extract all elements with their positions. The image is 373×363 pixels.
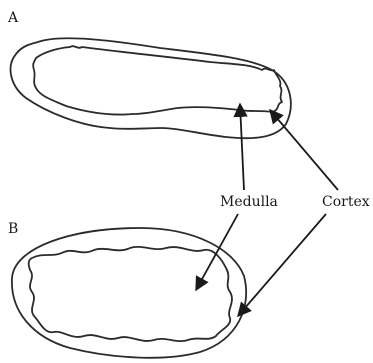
panel-b-cross-section	[12, 228, 246, 358]
cortex-arrow-to-b	[238, 214, 326, 316]
panel-a-cortex-outline	[11, 38, 291, 138]
cortex-arrow-to-a	[270, 110, 338, 190]
medulla-label: Medulla	[220, 194, 278, 210]
medulla-arrow-to-a	[240, 104, 244, 190]
panel-a-cross-section	[11, 38, 291, 138]
panel-b-label: B	[8, 221, 18, 237]
panel-b-medulla-outline	[29, 247, 232, 341]
panel-a-medulla-outline	[33, 46, 282, 114]
medulla-arrow-to-b	[196, 214, 238, 290]
panel-a-label: A	[7, 10, 19, 26]
cortex-label: Cortex	[322, 194, 370, 210]
